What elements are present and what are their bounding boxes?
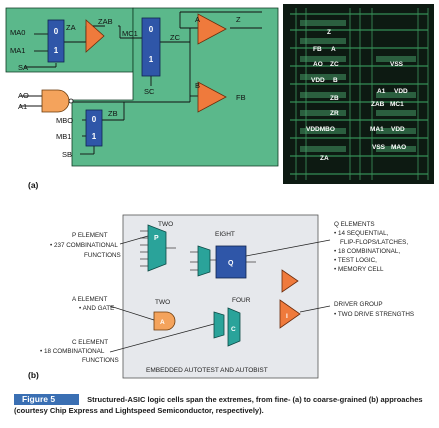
layout-label: ZA [320, 155, 329, 162]
c-element-note-2: • 18 COMBINATIONAL [40, 348, 105, 355]
chip-layout-image: Z FB A AO ZC VDD B VSS ZB A1 VDD ZR ZAB … [283, 4, 434, 184]
layout-label: B [333, 77, 338, 84]
panel-b-footer: EMBEDDED AUTOTEST AND AUTOBIST [146, 367, 268, 374]
mux-1: 0 1 [47, 19, 65, 63]
label-a0: AO [18, 91, 29, 100]
mux-2: 0 1 [141, 17, 161, 77]
layout-label: A1 [377, 88, 386, 95]
mux-3-bit1: 1 [92, 132, 97, 141]
group-two-top: TWO [158, 221, 173, 228]
layout-label: ZC [330, 61, 339, 68]
and-gate-a0-a1 [41, 89, 70, 113]
mux-3: 0 1 [85, 109, 103, 147]
layout-label: ZR [330, 110, 339, 117]
group-two-mid: TWO [155, 299, 170, 306]
label-a: A [195, 15, 200, 24]
figure-label: Figure 5 [14, 394, 80, 405]
mux-3-bit0: 0 [92, 115, 97, 124]
c-cell-label: C [231, 326, 236, 333]
layout-label: VSS [390, 61, 404, 68]
panel-b-diagram: P TWO EIGHT Q A TWO C FOUR I EMBEDDED AU… [28, 214, 414, 380]
p-element-note-3: FUNCTIONS [84, 252, 121, 259]
label-b: B [195, 81, 200, 90]
pre-q-cell [197, 245, 211, 277]
i-cell-label: I [286, 313, 288, 320]
label-ma0: MA0 [10, 28, 25, 37]
mux-2-bit1: 1 [149, 55, 154, 64]
label-za: ZA [66, 23, 76, 32]
mux-1-bit0: 0 [54, 27, 59, 36]
layout-label: VSS [372, 144, 386, 151]
panel-a-diagram: 0 1 MA0 MA1 SA ZA ZAB 0 1 MC1 ZC SC A Z … [5, 4, 434, 190]
group-four: FOUR [232, 297, 251, 304]
caption-text: Structured-ASIC logic cells span the ext… [14, 395, 423, 415]
label-sa: SA [18, 63, 28, 72]
layout-label: MA1 [370, 126, 384, 133]
mux-1-bit1: 1 [54, 46, 59, 55]
a-cell-label: A [160, 319, 165, 326]
and-gate-bubble [68, 98, 74, 104]
group-eight: EIGHT [215, 231, 235, 238]
q-elements-note-3: FLIP-FLOPS/LATCHES, [340, 239, 408, 246]
layout-label: ZB [330, 95, 339, 102]
layout-label: A [331, 46, 336, 53]
layout-label: VDD [391, 126, 405, 133]
label-mb1: MB1 [56, 132, 71, 141]
driver-cell-large [279, 299, 301, 329]
driver-group-note-1: DRIVER GROUP [334, 301, 383, 308]
layout-label: Z [327, 29, 331, 36]
q-elements-note-1: Q ELEMENTS [334, 221, 375, 228]
label-mc1: MC1 [122, 29, 138, 38]
label-zc: ZC [170, 33, 181, 42]
layout-label: AO [313, 61, 323, 68]
label-zab: ZAB [98, 17, 113, 26]
label-a1: A1 [18, 102, 27, 111]
q-elements-note-6: • MEMORY CELL [334, 266, 384, 273]
a-cell-and-gate [153, 311, 176, 331]
driver-cell-small [281, 269, 299, 293]
label-fb: FB [236, 93, 246, 102]
layout-label: FB [313, 46, 322, 53]
label-zb: ZB [108, 109, 118, 118]
label-sc: SC [144, 87, 155, 96]
panel-b-label: (b) [28, 370, 39, 380]
c-element-note-3: FUNCTIONS [82, 357, 119, 364]
label-mbo: MBO [56, 116, 73, 125]
buffer-a [197, 13, 227, 45]
q-elements-note-2: • 14 SEQUENTIAL, [334, 230, 389, 237]
c-element-note-1: C ELEMENT [72, 339, 108, 346]
p-cell-label: P [154, 235, 159, 242]
logic-green-background [5, 7, 279, 167]
layout-label: MAO [391, 144, 406, 151]
layout-label: VDD [394, 88, 408, 95]
a-element-note-1: A ELEMENT [72, 296, 107, 303]
driver-group-note-2: • TWO DRIVE STRENGTHS [334, 311, 414, 318]
p-cell [147, 224, 167, 272]
a-element-note-2: • AND GATE [79, 305, 114, 312]
layout-label: VDDMBO [306, 126, 335, 133]
buffer-zab [85, 19, 105, 53]
q-cell-label: Q [228, 260, 234, 267]
layout-label: MC1 [390, 101, 404, 108]
p-element-note-2: • 237 COMBINATIONAL [50, 242, 118, 249]
q-elements-note-5: • TEST LOGIC, [334, 257, 377, 264]
c-cell [227, 307, 241, 347]
label-sb: SB [62, 150, 72, 159]
layout-label: VDD [311, 77, 325, 84]
label-ma1: MA1 [10, 46, 25, 55]
p-element-note-1: P ELEMENT [72, 232, 108, 239]
q-elements-note-4: • 18 COMBINATIONAL, [334, 248, 400, 255]
mux-2-bit0: 0 [149, 25, 154, 34]
label-z: Z [236, 15, 241, 24]
layout-label: ZAB [371, 101, 385, 108]
panel-a-label: (a) [28, 180, 39, 190]
pre-c-cell [213, 311, 225, 339]
buffer-b [197, 81, 227, 113]
